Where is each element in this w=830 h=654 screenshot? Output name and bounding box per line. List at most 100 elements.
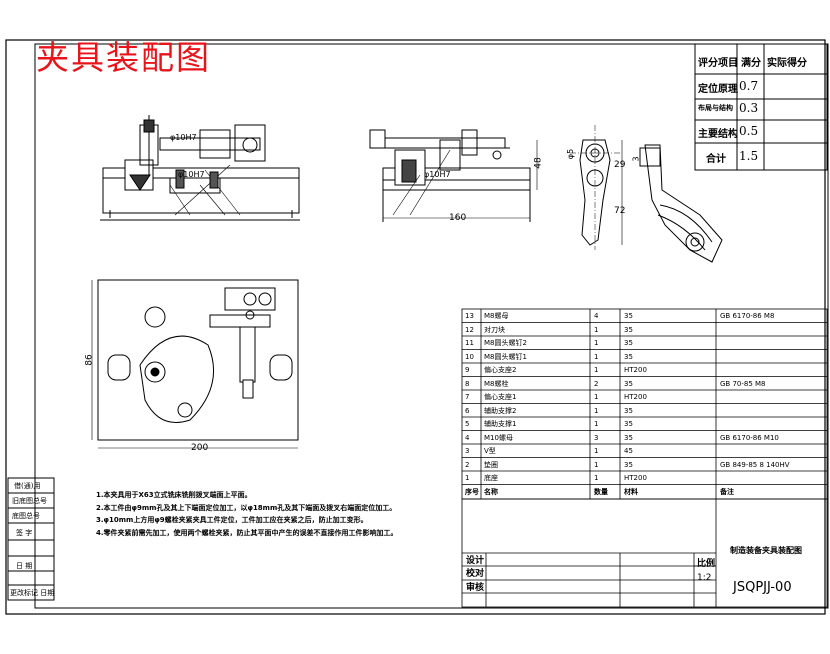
bom-note: GB 6170-86 M8 — [720, 312, 775, 320]
top-view — [91, 279, 299, 449]
bom-name: M8螺母 — [484, 312, 509, 320]
bom-qty: 4 — [594, 312, 599, 320]
score-item: 合计 — [706, 154, 726, 165]
score-full: 0.3 — [739, 101, 759, 115]
bom-name: 偏心支座2 — [484, 366, 517, 374]
bom-no: 1 — [465, 474, 470, 482]
dim-label: 160 — [449, 213, 467, 223]
bom-mat: 35 — [624, 339, 633, 347]
score-item: 定位原理 — [698, 84, 738, 95]
bom-name: 辅助支撑1 — [484, 420, 517, 428]
drawing-number: JSQPJJ-00 — [733, 580, 792, 595]
side-label: 底图总号 — [12, 512, 40, 520]
bom-name: M8圆头螺钉2 — [484, 339, 527, 347]
bom-qty: 1 — [594, 420, 599, 428]
bom-note: GB 849-85 8 140HV — [720, 460, 790, 469]
score-table-grid — [694, 43, 828, 171]
score-header-full: 满分 — [741, 58, 761, 69]
dim-label: 3 — [631, 156, 641, 162]
bom-no: 12 — [465, 325, 474, 334]
bom-name: M8圆头螺钉1 — [484, 352, 527, 361]
bom-grid — [461, 308, 828, 500]
note-line: 1.本夹具用于X63立式铣床铣削拨叉端面上平面。 — [96, 491, 252, 499]
bom-header-name: 名称 — [484, 487, 498, 496]
bom-mat: 35 — [624, 379, 633, 388]
bom-qty: 3 — [594, 433, 599, 442]
score-item: 布局与结构 — [698, 104, 733, 112]
dim-label: 48 — [533, 157, 544, 169]
bom-qty: 1 — [594, 352, 599, 361]
bom-note: GB 70-85 M8 — [720, 379, 766, 388]
side-label: 日 期 — [16, 562, 33, 570]
bom-qty: 1 — [594, 325, 599, 334]
drawing-title: 夹具装配图 — [36, 38, 211, 77]
drawing-name: 制造装备夹具装配图 — [730, 546, 802, 555]
label-review: 审核 — [466, 583, 485, 593]
title-block-grid — [461, 498, 828, 608]
bom-no: 5 — [465, 420, 470, 428]
bom-name: 对刀块 — [484, 325, 505, 334]
bom-mat: HT200 — [624, 474, 647, 482]
bom-qty: 1 — [594, 366, 599, 374]
side-view — [369, 129, 538, 222]
bom-mat: 35 — [624, 433, 633, 442]
bom-mat: HT200 — [624, 393, 647, 401]
score-full: 0.5 — [739, 124, 759, 138]
side-label: 借(通)用 — [14, 482, 41, 490]
side-label: 旧底图总号 — [12, 497, 47, 505]
bom-note: GB 6170-86 M10 — [720, 433, 779, 442]
bom-no: 6 — [465, 406, 470, 415]
dim-label: φ5 — [566, 148, 576, 160]
technical-notes: 1.本夹具用于X63立式铣床铣削拨叉端面上平面。 2.本工件由φ9mm孔及其上下… — [96, 489, 398, 539]
dim-label: 200 — [191, 443, 209, 453]
score-header-actual: 实际得分 — [767, 58, 807, 69]
bom-name: 垫圈 — [484, 460, 498, 469]
bom-no: 2 — [465, 460, 470, 469]
bom-qty: 1 — [594, 447, 599, 455]
bom-qty: 1 — [594, 406, 599, 415]
bom-header-note: 备注 — [720, 487, 734, 496]
bom-mat: HT200 — [624, 366, 647, 374]
bom-qty: 1 — [594, 460, 599, 469]
bom-name: V型 — [484, 447, 496, 455]
bom-no: 4 — [465, 433, 470, 442]
side-label: 签 字 — [16, 529, 33, 537]
bom-no: 10 — [465, 352, 474, 361]
bom-no: 11 — [465, 339, 474, 347]
bom-name: M8螺栓 — [484, 379, 509, 388]
bom-mat: 35 — [624, 325, 633, 334]
score-header-item: 评分项目 — [698, 58, 738, 69]
bom-no: 13 — [465, 312, 474, 320]
bom-no: 7 — [465, 393, 470, 401]
bom-mat: 35 — [624, 420, 633, 428]
bom-mat: 35 — [624, 460, 633, 469]
bom-header-mat: 材料 — [624, 487, 638, 496]
dim-label: φ10H7 — [178, 170, 205, 179]
bom-name: 辅助支撑2 — [484, 406, 517, 415]
bom-qty: 2 — [594, 379, 599, 388]
bom-name: 底座 — [484, 474, 498, 482]
score-full: 0.7 — [739, 79, 759, 93]
bom-header-no: 序号 — [465, 487, 479, 496]
side-label-grid — [7, 477, 55, 601]
bom-qty: 1 — [594, 339, 599, 347]
bom-no: 9 — [465, 366, 470, 374]
side-label: 更改标记 日期 — [10, 589, 55, 597]
scale-value: 1:2 — [697, 573, 712, 583]
bom-no: 3 — [465, 447, 470, 455]
part-detail-view — [570, 125, 723, 263]
score-full: 1.5 — [739, 149, 759, 163]
bom-name: M10螺母 — [484, 433, 513, 442]
bom-header-qty: 数量 — [594, 487, 608, 496]
dim-label: φ10H7 — [424, 170, 451, 179]
label-design: 设计 — [466, 556, 485, 566]
bom-mat: 35 — [624, 406, 633, 415]
note-line: 4.零件夹紧前需先加工，使用两个螺栓夹紧，防止其平面中产生的误差不直接作用工件影… — [96, 528, 398, 537]
bom-mat: 35 — [624, 352, 633, 361]
label-check: 校对 — [466, 569, 485, 579]
bom-qty: 1 — [594, 474, 599, 482]
dim-label: 72 — [614, 206, 626, 216]
bom-mat: 45 — [624, 447, 633, 455]
bom-mat: 35 — [624, 312, 633, 320]
